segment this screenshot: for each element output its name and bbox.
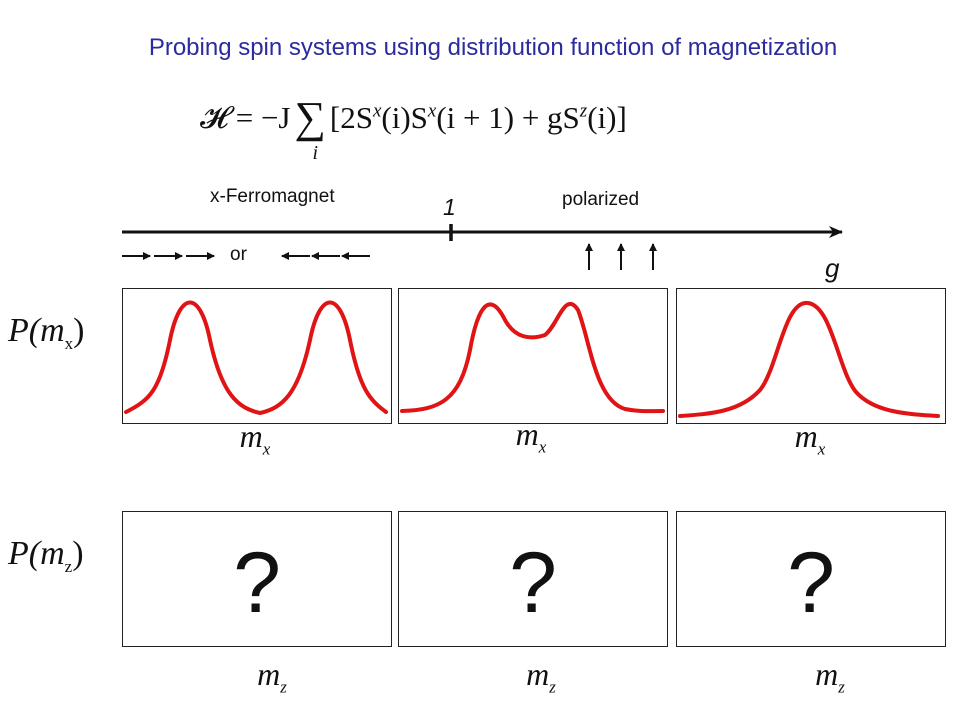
p-mz-label: P(mz) bbox=[8, 535, 84, 577]
mx-axis-label-1: mx bbox=[239, 418, 271, 459]
sx2-argument: (i + 1) + gS bbox=[436, 100, 580, 135]
ferromagnet-label: x-Ferromagnet bbox=[210, 186, 335, 207]
hamiltonian-lhs: 𝓗 = −J bbox=[200, 100, 291, 135]
sx1-superscript: x bbox=[372, 100, 382, 122]
pz-panel-critical: ? bbox=[398, 511, 668, 647]
p-mx-prefix: P( bbox=[8, 312, 41, 349]
slide-title: Probing spin systems using distribution … bbox=[148, 34, 838, 61]
pz-panel-ferromagnet: ? bbox=[122, 511, 392, 647]
p-mx-m: m bbox=[40, 312, 65, 349]
sum-index: i bbox=[312, 142, 319, 164]
unknown-mark: ? bbox=[509, 535, 557, 631]
mx-axis-label-2: mx bbox=[515, 416, 547, 457]
sz-superscript: z bbox=[579, 100, 588, 122]
p-mx-label: P(mx) bbox=[8, 312, 84, 354]
g-axis-label: g bbox=[825, 253, 840, 283]
p-mz-m: m bbox=[40, 535, 65, 572]
sx2-superscript: x bbox=[427, 100, 437, 122]
hamiltonian-equation: 𝓗 = −J∑i[2Sx(i)Sx(i + 1) + gSz(i)] bbox=[200, 92, 627, 164]
hamiltonian-tail: (i)] bbox=[587, 100, 627, 135]
unknown-mark: ? bbox=[787, 535, 835, 631]
unknown-mark: ? bbox=[233, 535, 281, 631]
mx-axis-label-3: mx bbox=[794, 418, 826, 459]
p-mz-sub: z bbox=[64, 556, 73, 576]
p-mz-prefix: P( bbox=[8, 535, 41, 572]
hamiltonian-bracket-open: [2S bbox=[329, 100, 373, 135]
mz-axis-label-2: mz bbox=[526, 656, 556, 697]
pz-panel-polarized: ? bbox=[676, 511, 946, 647]
p-mz-close: ) bbox=[72, 535, 84, 572]
double-peak-curve bbox=[124, 300, 388, 416]
or-label: or bbox=[230, 244, 247, 265]
polarized-label: polarized bbox=[562, 189, 640, 210]
sum-symbol: ∑i bbox=[294, 93, 326, 164]
p-mx-close: ) bbox=[73, 312, 85, 349]
critical-point-label: 1 bbox=[443, 194, 456, 220]
broad-peak-curve bbox=[400, 301, 665, 414]
p-mx-sub: x bbox=[64, 333, 74, 353]
mz-axis-label-3: mz bbox=[815, 656, 845, 697]
single-peak-curve bbox=[678, 301, 940, 418]
mz-axis-label-1: mz bbox=[257, 656, 287, 697]
sx1-argument: (i)S bbox=[381, 100, 428, 135]
px-panel-polarized bbox=[676, 288, 946, 424]
